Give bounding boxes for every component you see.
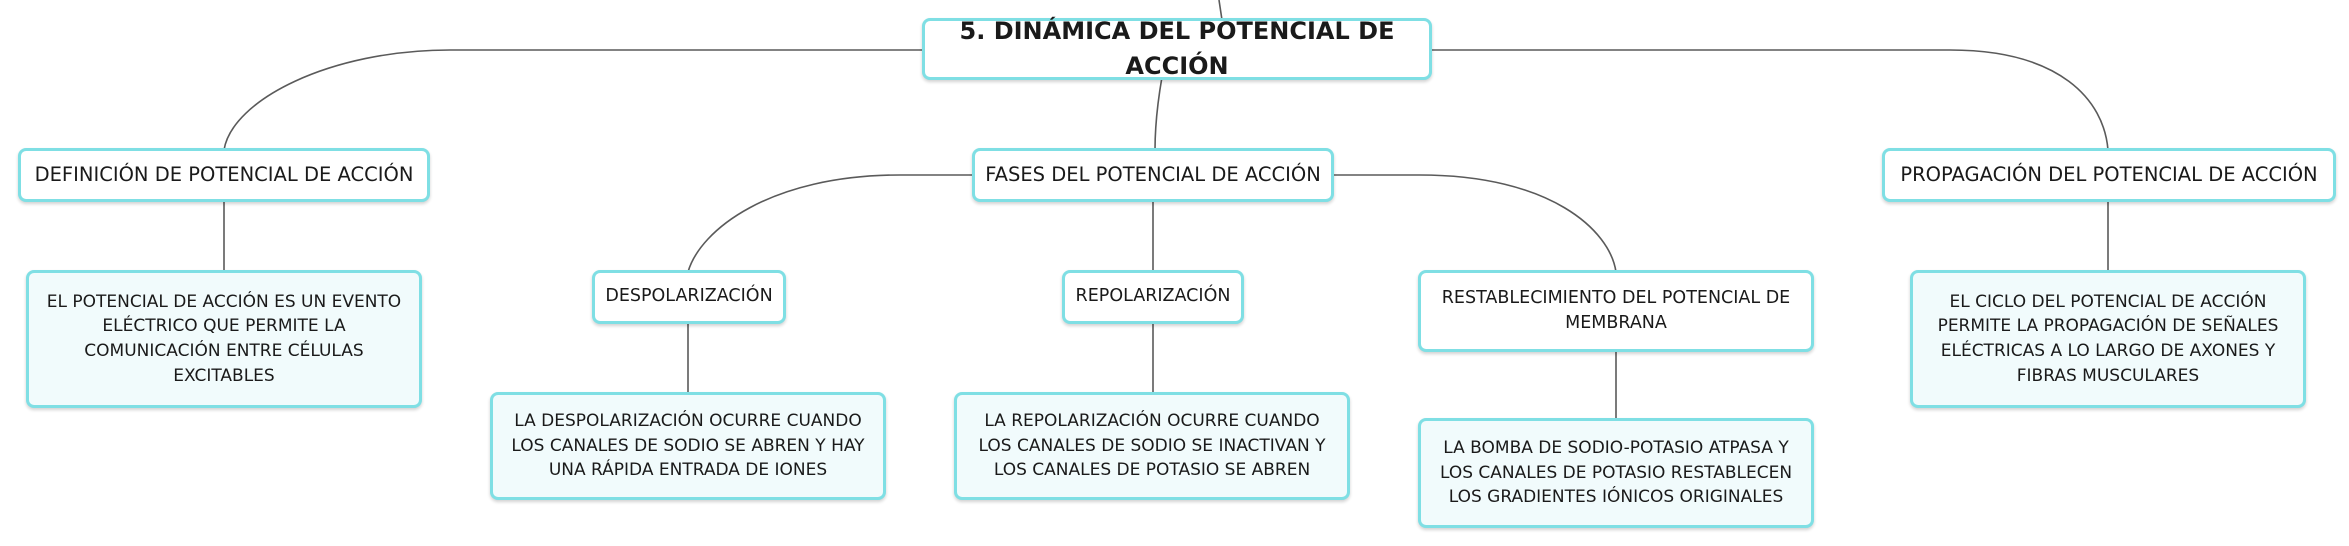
- despolarizacion-detail-text: LA DESPOLARIZACIÓN OCURRE CUANDO LOS CAN…: [511, 411, 865, 481]
- root-node-label: 5. DINÁMICA DEL POTENCIAL DE ACCIÓN: [959, 17, 1395, 80]
- despolarizacion-node-label: DESPOLARIZACIÓN: [605, 286, 773, 307]
- fases-node-label: FASES DEL POTENCIAL DE ACCIÓN: [985, 162, 1321, 186]
- root-node[interactable]: 5. DINÁMICA DEL POTENCIAL DE ACCIÓN: [922, 17, 1432, 80]
- connector-fases-restab: [1333, 174, 1617, 273]
- propagacion-detail-node[interactable]: EL CICLO DEL POTENCIAL DE ACCIÓN PERMITE…: [1910, 270, 2306, 408]
- definicion-node-label: DEFINICIÓN DE POTENCIAL DE ACCIÓN: [34, 162, 414, 186]
- definicion-detail-node[interactable]: EL POTENCIAL DE ACCIÓN ES UN EVENTO ELÉC…: [26, 270, 422, 408]
- connector-root-fases: [1154, 76, 1163, 151]
- definicion-detail-text: EL POTENCIAL DE ACCIÓN ES UN EVENTO ELÉC…: [46, 291, 402, 386]
- connector-root-definicion: [223, 49, 922, 151]
- restablecimiento-detail-node[interactable]: LA BOMBA DE SODIO-POTASIO ATPASA Y LOS C…: [1418, 418, 1814, 528]
- repolarizacion-detail-node[interactable]: LA REPOLARIZACIÓN OCURRE CUANDO LOS CANA…: [954, 392, 1350, 500]
- connector-fases-despol: [687, 174, 975, 273]
- despolarizacion-detail-node[interactable]: LA DESPOLARIZACIÓN OCURRE CUANDO LOS CAN…: [490, 392, 886, 500]
- repolarizacion-node-label: REPOLARIZACIÓN: [1075, 286, 1231, 307]
- restablecimiento-detail-text: LA BOMBA DE SODIO-POTASIO ATPASA Y LOS C…: [1439, 438, 1793, 508]
- connector-parent-root: [1218, 0, 1223, 21]
- definicion-node[interactable]: DEFINICIÓN DE POTENCIAL DE ACCIÓN: [18, 148, 430, 202]
- repolarizacion-detail-text: LA REPOLARIZACIÓN OCURRE CUANDO LOS CANA…: [978, 411, 1326, 481]
- propagacion-node-label: PROPAGACIÓN DEL POTENCIAL DE ACCIÓN: [1900, 162, 2318, 186]
- connector-root-propagacion: [1432, 49, 2109, 151]
- despolarizacion-node[interactable]: DESPOLARIZACIÓN: [592, 270, 786, 324]
- fases-node[interactable]: FASES DEL POTENCIAL DE ACCIÓN: [972, 148, 1334, 202]
- propagacion-node[interactable]: PROPAGACIÓN DEL POTENCIAL DE ACCIÓN: [1882, 148, 2336, 202]
- propagacion-detail-text: EL CICLO DEL POTENCIAL DE ACCIÓN PERMITE…: [1937, 291, 2279, 386]
- restablecimiento-node[interactable]: RESTABLECIMIENTO DEL POTENCIAL DE MEMBRA…: [1418, 270, 1814, 352]
- restablecimiento-node-label: RESTABLECIMIENTO DEL POTENCIAL DE MEMBRA…: [1441, 287, 1791, 333]
- repolarizacion-node[interactable]: REPOLARIZACIÓN: [1062, 270, 1244, 324]
